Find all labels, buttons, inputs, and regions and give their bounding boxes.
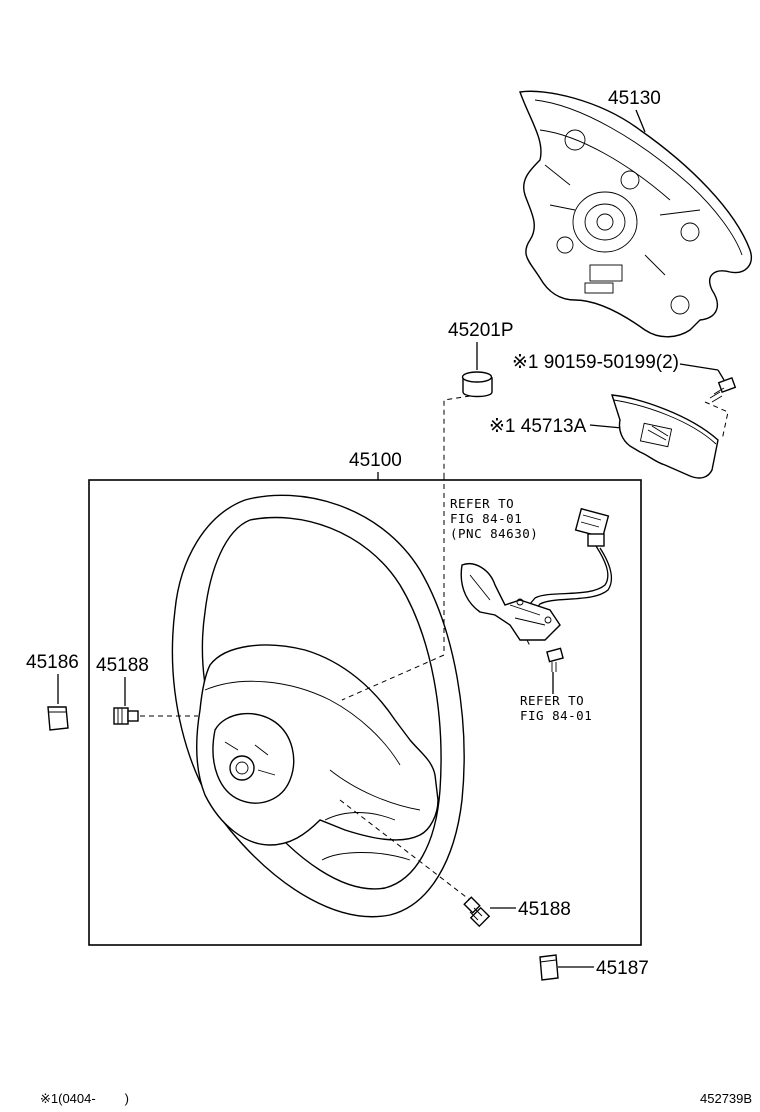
switch-screw-part[interactable] bbox=[546, 647, 564, 672]
airbag-pad-part[interactable] bbox=[519, 90, 752, 338]
leader-screw-note bbox=[679, 363, 719, 371]
cruise-switch-part[interactable] bbox=[460, 507, 613, 641]
small-screw-part[interactable] bbox=[709, 377, 737, 403]
dashline-wheel-bottom bbox=[339, 799, 471, 901]
refer-top-line1: REFER TO bbox=[450, 496, 514, 511]
callout-screw-note: ※1 90159-50199(2) bbox=[512, 352, 679, 373]
footer-note: ※1(0404- ) bbox=[40, 1091, 129, 1106]
callout-switch-cover: ※1 45713A bbox=[489, 416, 587, 437]
callout-45100: 45100 bbox=[349, 450, 402, 471]
leader-switch-cover bbox=[589, 424, 623, 429]
damper-part[interactable] bbox=[461, 371, 493, 398]
refer-top-line2: FIG 84-01 bbox=[450, 511, 522, 526]
callout-45186: 45186 bbox=[26, 652, 79, 673]
steering-wheel-part[interactable] bbox=[171, 494, 465, 918]
wheel-assembly-box bbox=[88, 479, 642, 946]
screw-left-part[interactable] bbox=[113, 707, 139, 725]
plug-left-part[interactable] bbox=[47, 706, 69, 731]
refer-bottom-line1: REFER TO bbox=[520, 693, 584, 708]
dashline-damper bbox=[443, 395, 471, 475]
leader-45130 bbox=[635, 109, 646, 133]
callout-45188-left: 45188 bbox=[96, 655, 149, 676]
diagram-id: 452739B bbox=[700, 1091, 752, 1106]
callout-45188-bottom: 45188 bbox=[518, 899, 571, 920]
callout-45130: 45130 bbox=[608, 88, 661, 109]
leader-screw-note-2 bbox=[717, 369, 725, 381]
screw-bottom-part[interactable] bbox=[463, 896, 491, 928]
callout-45187: 45187 bbox=[596, 958, 649, 979]
switch-cover-part[interactable] bbox=[611, 394, 719, 479]
refer-bottom-line2: FIG 84-01 bbox=[520, 708, 592, 723]
dashline-switch bbox=[526, 639, 532, 649]
callout-45201P: 45201P bbox=[448, 320, 514, 341]
refer-top-line3: (PNC 84630) bbox=[450, 526, 538, 541]
plug-bottom-part[interactable] bbox=[539, 954, 559, 981]
dashline-wheel-top bbox=[341, 475, 445, 701]
